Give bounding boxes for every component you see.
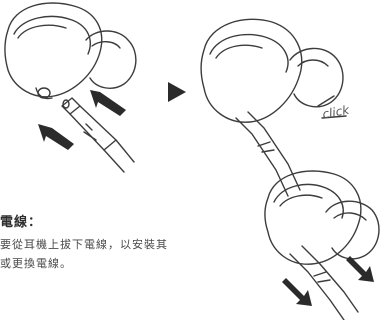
earbud-removal-illustration	[264, 170, 380, 321]
click-label: click	[321, 103, 351, 122]
cable-plug-illustration	[61, 97, 135, 173]
insert-arrow-icon	[90, 90, 126, 116]
earbud-connected-illustration	[200, 18, 347, 197]
instruction-line-2: 或更換電線。	[0, 257, 72, 270]
earbud-detached-illustration	[4, 2, 137, 100]
pull-arrow-icon	[282, 278, 312, 306]
pull-arrow-icon	[346, 256, 374, 282]
section-heading: 電線：	[0, 215, 43, 230]
instruction-line-1: 要從耳機上拔下電線，以安裝其	[0, 238, 168, 251]
insert-arrow-icon	[38, 124, 74, 150]
next-step-arrow-icon	[168, 82, 186, 102]
